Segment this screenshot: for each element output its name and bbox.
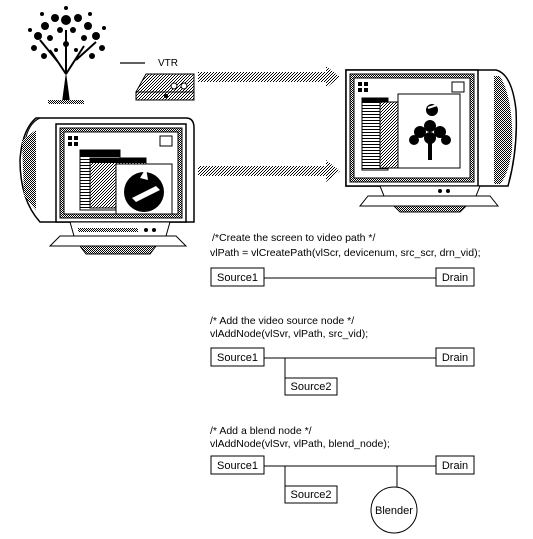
diagram2-code: vlAddNode(vlSvr, vlPath, src_vid);: [210, 328, 368, 340]
video-monitor-right: [345, 69, 518, 213]
diagram1-source1-node: [210, 267, 265, 287]
diagram3-blender-label: Blender: [375, 505, 413, 517]
diagram3-source2-label: Source2: [291, 489, 332, 501]
diagram3-comment: /* Add a blend node */: [210, 425, 312, 437]
diagram2-source2-node: [284, 377, 338, 396]
diagram2-drain-node: [435, 347, 475, 367]
diagram3-blender-node: [370, 486, 418, 534]
diagram3-source1-node: [210, 455, 265, 475]
workstation-monitor-left: [19, 117, 195, 255]
diagram1-drain-label: Drain: [442, 272, 468, 284]
diagram3-code: vlAddNode(vlSvr, vlPath, blend_node);: [210, 438, 390, 450]
diagram3-source1-label: Source1: [217, 460, 258, 472]
diagram3-drain-node: [435, 455, 475, 475]
diagram1-code: vlPath = vlCreatePath(vlScr, devicenum, …: [210, 247, 480, 259]
tree-icon: [28, 6, 106, 104]
vtr-icon: [135, 73, 195, 101]
video-arrow-upper: [198, 66, 340, 88]
diagram1-comment: /*Create the screen to video path */: [212, 232, 376, 244]
diagram2-source2-label: Source2: [291, 381, 332, 393]
diagram1-source1-label: Source1: [217, 272, 258, 284]
diagram2-drain-label: Drain: [442, 352, 468, 364]
diagram3-source2-node: [284, 485, 338, 504]
video-arrow-lower: [198, 160, 340, 182]
diagram2-source1-node: [210, 347, 265, 367]
diagram3-drain-label: Drain: [442, 460, 468, 472]
diagram2-comment: /* Add the video source node */: [210, 315, 354, 327]
diagram2-source1-label: Source1: [217, 352, 258, 364]
diagram1-drain-node: [435, 267, 475, 287]
vtr-label: VTR: [158, 58, 178, 69]
